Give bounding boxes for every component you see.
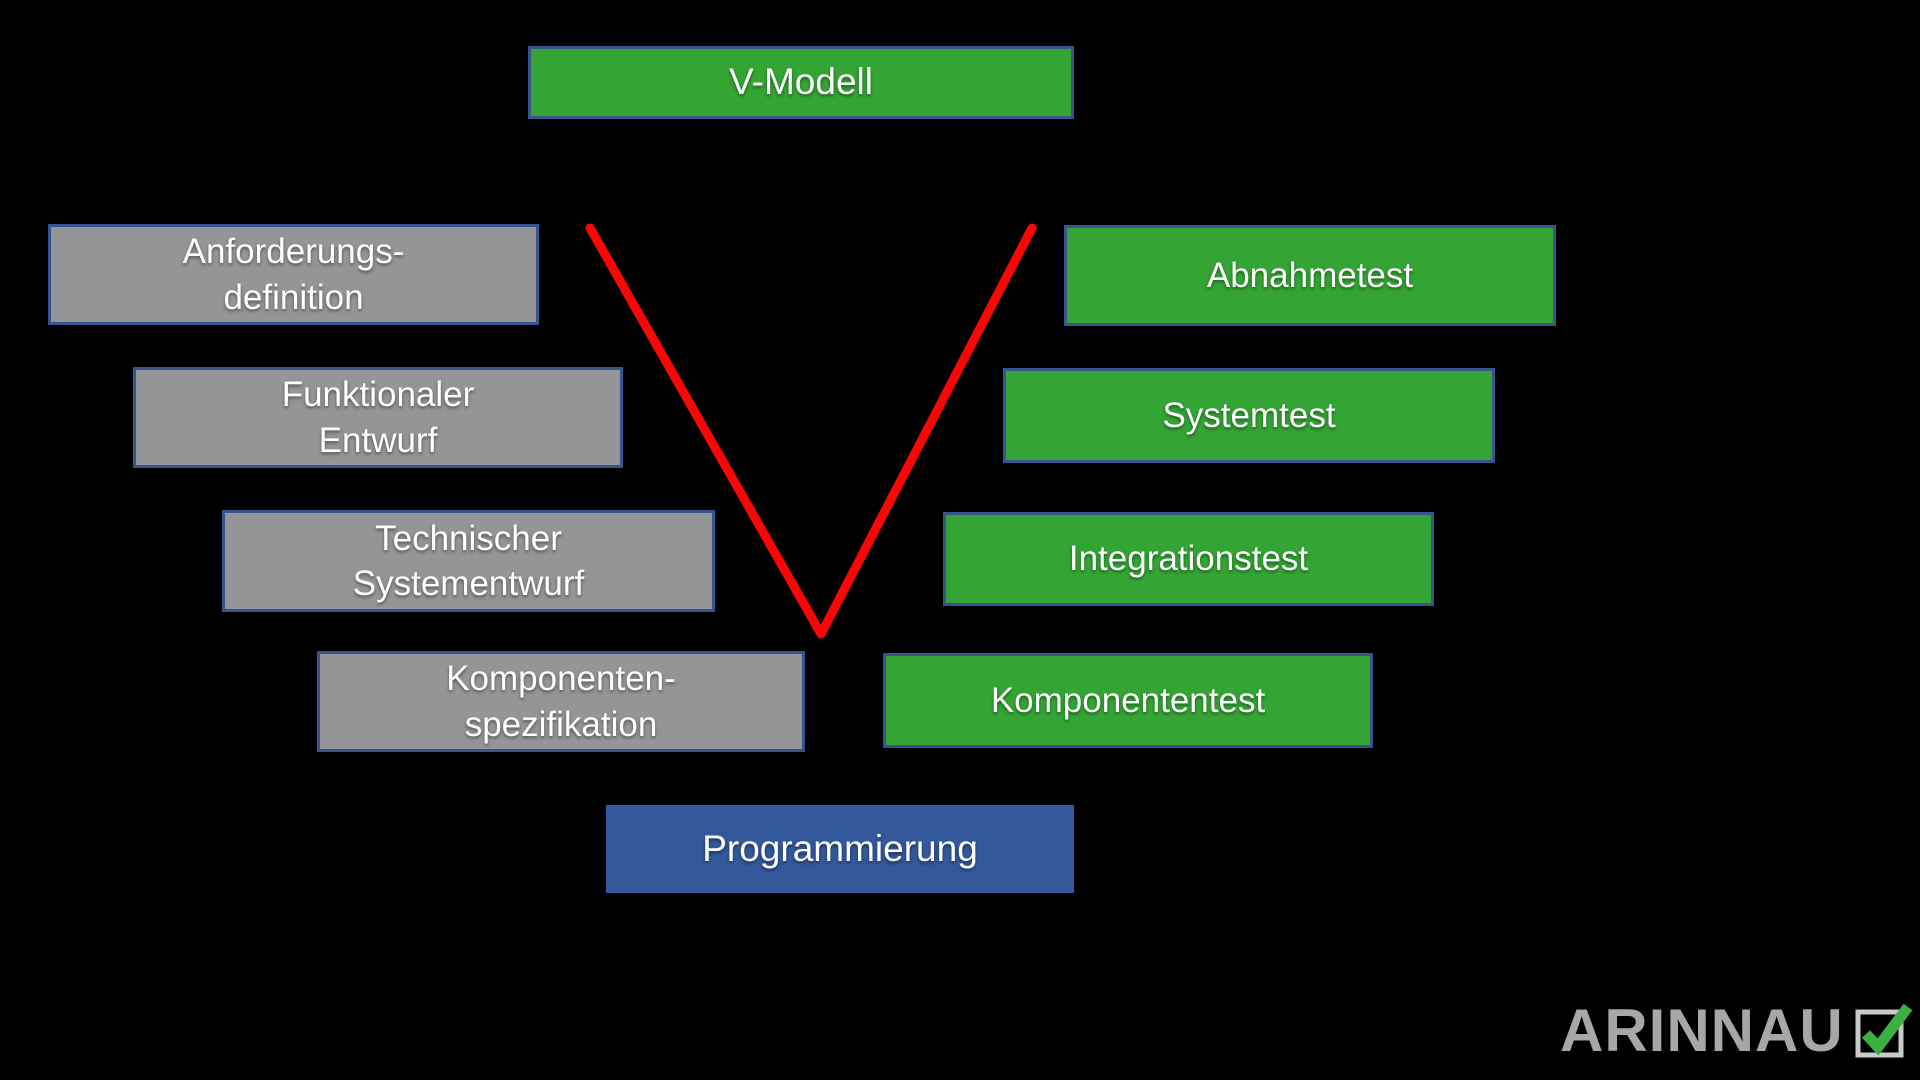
- stage-label: Funktionaler Entwurf: [281, 375, 475, 460]
- stage-komponententest: Komponententest: [883, 653, 1373, 748]
- title-box-v-modell: V-Modell: [528, 46, 1074, 119]
- stage-technischer-systementwurf: Technischer Systementwurf: [222, 510, 715, 612]
- stage-label: Technischer Systementwurf: [352, 518, 585, 604]
- stage-label: Komponententest: [990, 680, 1266, 720]
- stage-abnahmetest: Abnahmetest: [1064, 225, 1556, 326]
- diagram-title: V-Modell: [729, 61, 873, 103]
- stage-anforderungsdefinition: Anforderungs- definition: [48, 224, 539, 325]
- checked-checkbox-icon: [1855, 1003, 1913, 1058]
- stage-label: Abnahmetest: [1206, 255, 1414, 295]
- stage-komponenten-spezifikation: Komponenten- spezifikation: [317, 651, 805, 752]
- stage-label: Systemtest: [1162, 395, 1336, 435]
- stage-label: Programmierung: [702, 827, 978, 869]
- stage-label: Komponenten- spezifikation: [446, 659, 676, 744]
- stage-label: Anforderungs- definition: [182, 232, 405, 317]
- stage-integrationstest: Integrationstest: [943, 512, 1434, 606]
- arinnau-logo: ARINNAU: [1560, 998, 1914, 1064]
- logo-text: ARINNAU: [1560, 997, 1844, 1064]
- stage-label: Integrationstest: [1068, 539, 1309, 579]
- stage-systemtest: Systemtest: [1003, 368, 1495, 463]
- stage-funktionaler-entwurf: Funktionaler Entwurf: [133, 367, 623, 468]
- stage-programmierung: Programmierung: [606, 805, 1074, 893]
